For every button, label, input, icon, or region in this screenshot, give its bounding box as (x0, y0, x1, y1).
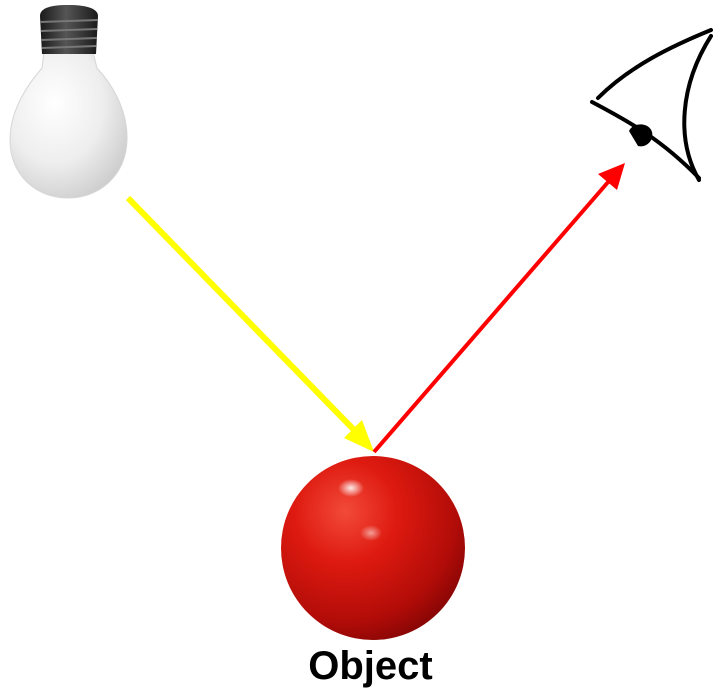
light-bulb-icon (9, 5, 128, 199)
object-label: Object (308, 644, 433, 688)
bulb-glass (9, 51, 128, 199)
reflected-ray-arrow (372, 163, 625, 454)
red-sphere-object (281, 456, 465, 640)
eye-icon (590, 28, 713, 182)
bulb-base (39, 5, 99, 54)
eye-pupil (629, 124, 653, 147)
incident-ray-arrow (125, 195, 374, 452)
